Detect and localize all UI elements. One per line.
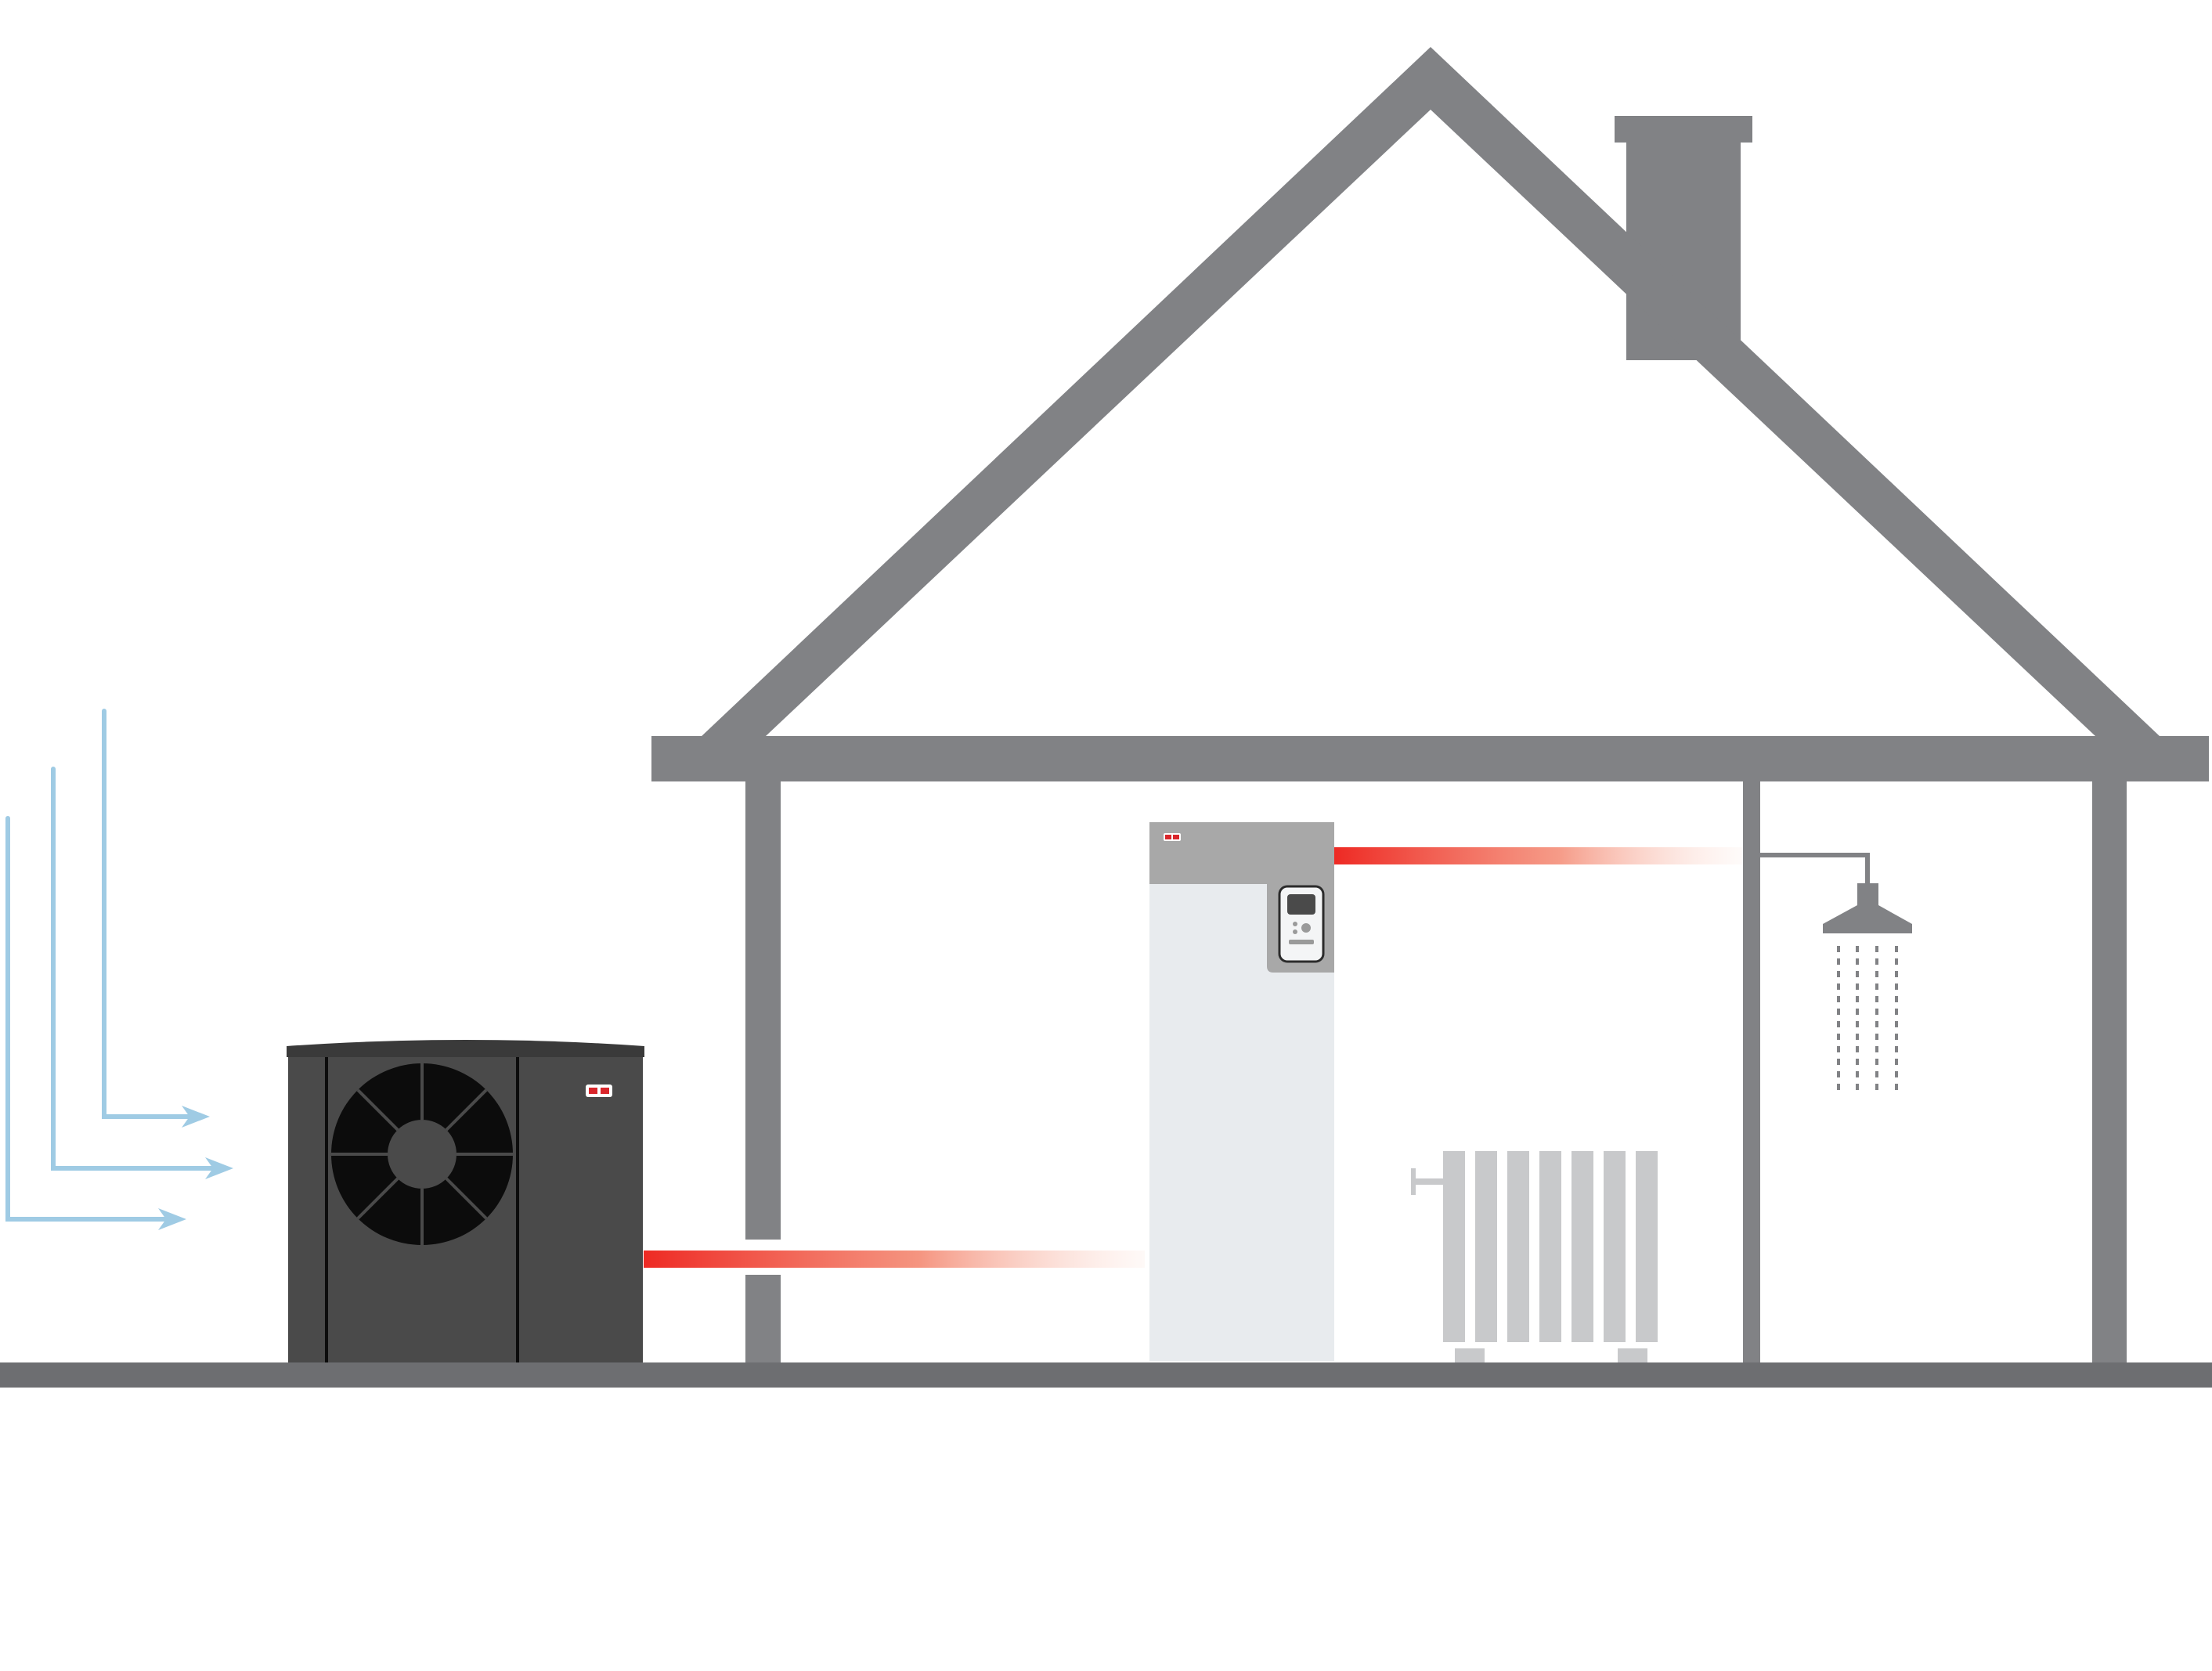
- brand-logo-icon: [586, 1085, 612, 1097]
- house-structure: [0, 47, 2212, 1388]
- heat-pump-outdoor-unit-icon: [287, 1040, 644, 1362]
- air-flow-arrow-icon: [5, 816, 186, 1230]
- hot-water-pipe-indoor-to-shower: [1334, 847, 1743, 864]
- hot-water-pipe-outdoor-to-indoor: [644, 1251, 1145, 1268]
- roof: [651, 47, 2209, 781]
- chimney-cap: [1615, 116, 1752, 143]
- air-flow-arrows: [5, 709, 233, 1230]
- right-wall: [2092, 781, 2127, 1362]
- shower-icon: [1760, 853, 1912, 1092]
- brand-logo-icon: [1164, 833, 1181, 841]
- water-streams: [1837, 946, 1898, 1092]
- ground-line: [0, 1362, 2212, 1388]
- left-wall-upper: [745, 781, 781, 1240]
- radiator-icon: [1411, 1151, 1658, 1362]
- control-panel-icon[interactable]: [1278, 885, 1325, 963]
- interior-riser: [1743, 781, 1760, 1366]
- fan-icon: [331, 1063, 513, 1245]
- left-wall-lower: [745, 1275, 781, 1362]
- indoor-heat-pump-tank-icon: [1149, 822, 1334, 1361]
- ceiling-beam: [651, 736, 2209, 781]
- air-flow-arrow-icon: [102, 709, 210, 1128]
- air-flow-arrow-icon: [51, 767, 233, 1179]
